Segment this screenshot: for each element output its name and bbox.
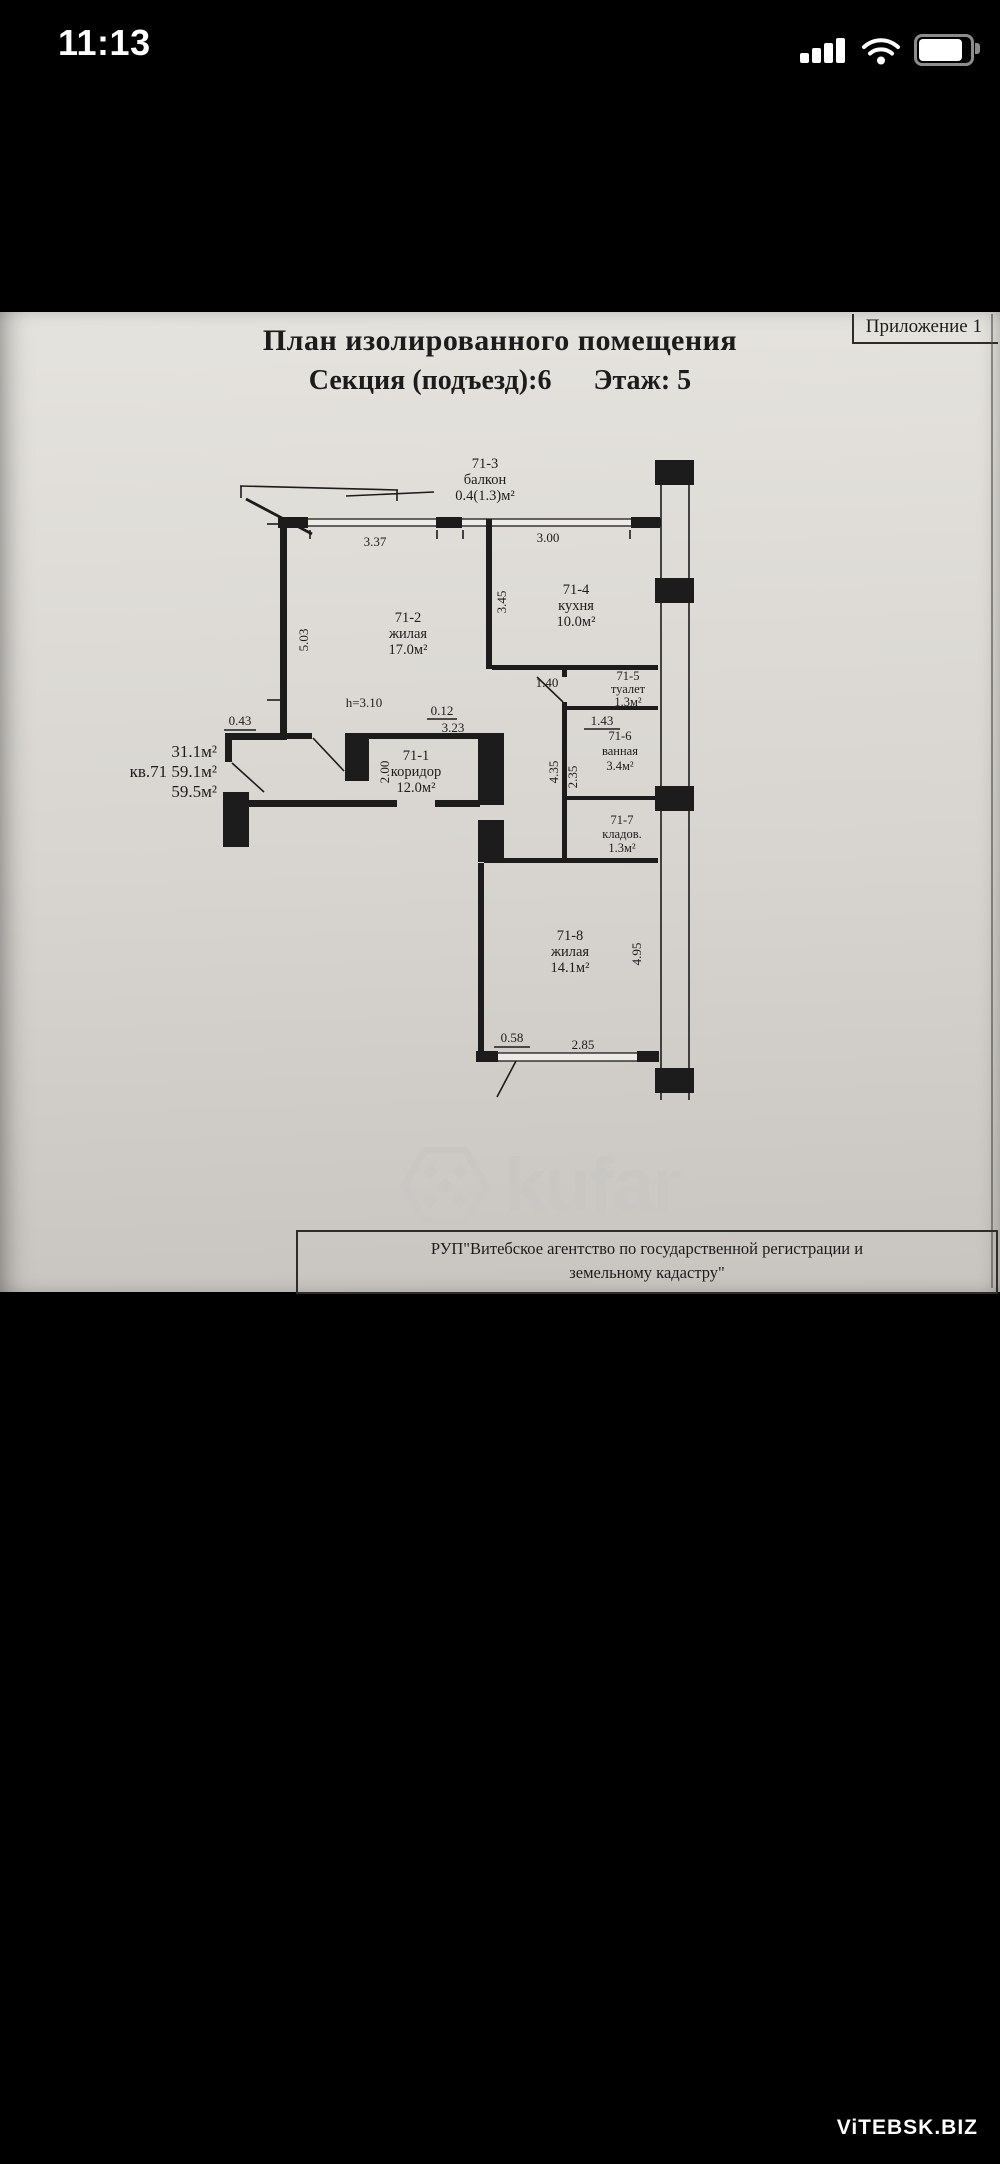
- battery-fill: [919, 39, 963, 61]
- room-area: 14.1м²: [551, 960, 591, 976]
- dim-0-43: 0.43: [229, 713, 252, 728]
- exterior-top-wall: [278, 517, 661, 539]
- room-area: 0.4(1.3)м²: [455, 488, 515, 504]
- summary-area-3: 59.5м²: [171, 782, 217, 801]
- status-icons: [800, 34, 980, 66]
- dim-1-43: 1.43: [591, 713, 614, 728]
- signal-icon: [800, 38, 845, 63]
- room-id: 71-7: [611, 813, 634, 827]
- dimension-lines: [224, 718, 620, 1048]
- room-name: кухня: [558, 598, 594, 614]
- dim-height: h=3.10: [346, 695, 383, 710]
- dim-5-03: 5.03: [296, 629, 311, 652]
- document-photo: Приложение 1 План изолированного помещен…: [0, 312, 1000, 1294]
- room-id: 71-3: [472, 456, 499, 472]
- agency-box: РУП"Витебское агентство по государственн…: [296, 1230, 998, 1294]
- agency-line-1: РУП"Витебское агентство по государственн…: [430, 1239, 864, 1258]
- room-area: 17.0м²: [389, 642, 429, 658]
- annex-label: Приложение 1: [851, 314, 998, 344]
- watermark-text: kufar: [504, 1143, 682, 1228]
- floor-plan: 71-3 балкон 0.4(1.3)м² 71-2 жилая 17.0м²…: [223, 456, 694, 1100]
- dim-2-85: 2.85: [572, 1037, 595, 1052]
- room-id: 71-2: [395, 610, 422, 626]
- dim-3-00: 3.00: [537, 530, 560, 545]
- room-name: ванная: [602, 744, 638, 758]
- exterior-bottom-wall: [476, 1051, 659, 1098]
- room-name: кладов.: [602, 827, 642, 841]
- room-name: балкон: [464, 472, 507, 488]
- room-label-toilet: 71-5 туалет 1.3м²: [611, 669, 646, 709]
- room-label-living1: 71-2 жилая 17.0м²: [388, 610, 428, 658]
- dim-4-95: 4.95: [629, 943, 644, 966]
- section-label: Секция (подъезд):6: [308, 365, 552, 396]
- balcony-outline: [239, 485, 435, 536]
- page-subtitle: Секция (подъезд):6 Этаж: 5: [0, 365, 1000, 397]
- clock: 11:13: [58, 22, 151, 63]
- room-area: 10.0м²: [557, 614, 597, 630]
- room-label-corridor: 71-1 коридор 12.0м²: [391, 748, 441, 796]
- summary-area-1: 31.1м²: [171, 742, 217, 761]
- battery-icon: [914, 34, 980, 66]
- dim-4-35: 4.35: [546, 761, 561, 784]
- battery-nub: [975, 43, 980, 54]
- apartment-summary: 31.1м² кв.71 59.1м² 59.5м²: [95, 742, 217, 802]
- right-building-wall: [655, 460, 694, 1100]
- room-label-bathroom: 71-6 ванная 3.4м²: [602, 729, 638, 773]
- interior-walls: [280, 519, 658, 1055]
- room-area: 1.3м²: [608, 841, 636, 855]
- kufar-watermark: kufar: [400, 1140, 682, 1232]
- room-id: 71-6: [609, 729, 632, 743]
- dim-3-37: 3.37: [364, 534, 387, 549]
- dim-3-45: 3.45: [494, 591, 509, 614]
- form-border-line: [991, 314, 993, 1288]
- dim-1-40: 1.40: [536, 675, 559, 690]
- room-id: 71-5: [617, 669, 640, 683]
- kufar-hexagon-icon: [400, 1147, 490, 1225]
- room-label-balcony: 71-3 балкон 0.4(1.3)м²: [455, 456, 515, 504]
- status-bar: 11:13: [0, 0, 1000, 100]
- left-wall: [223, 519, 480, 847]
- floor-label: Этаж: 5: [593, 365, 692, 396]
- room-label-storage: 71-7 кладов. 1.3м²: [602, 813, 642, 855]
- page-title: План изолированного помещения: [262, 324, 738, 357]
- room-name: жилая: [388, 626, 427, 642]
- dim-0-58: 0.58: [501, 1030, 524, 1045]
- dim-2-00: 2.00: [377, 761, 392, 784]
- room-name: туалет: [611, 682, 646, 696]
- room-id: 71-4: [563, 582, 590, 598]
- agency-line-2: земельному кадастру": [569, 1263, 725, 1282]
- dim-2-35: 2.35: [565, 766, 580, 789]
- room-label-living2: 71-8 жилая 14.1м²: [550, 928, 590, 976]
- room-name: коридор: [391, 764, 441, 780]
- room-name: жилая: [550, 944, 589, 960]
- dim-3-23: 3.23: [442, 720, 465, 735]
- room-area: 12.0м²: [397, 780, 437, 796]
- room-id: 71-1: [403, 748, 430, 764]
- room-label-kitchen: 71-4 кухня 10.0м²: [557, 582, 597, 630]
- wifi-icon: [862, 38, 900, 65]
- dim-0-12: 0.12: [431, 703, 454, 718]
- room-id: 71-8: [557, 928, 584, 944]
- room-area: 3.4м²: [606, 759, 634, 773]
- summary-area-2: кв.71 59.1м²: [129, 762, 217, 781]
- room-area: 1.3м²: [614, 695, 642, 709]
- site-brand: ViTEBSK.BIZ: [836, 2116, 978, 2139]
